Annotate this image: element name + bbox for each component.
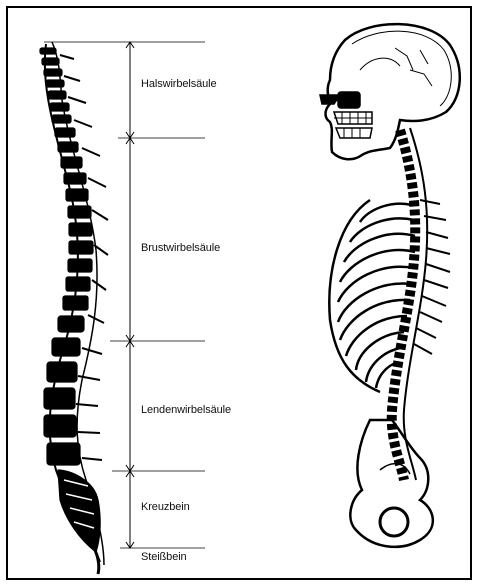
label-cervical: Halswirbelsäule xyxy=(141,78,217,90)
spine-side-view xyxy=(40,42,108,574)
label-lumbar: Lendenwirbelsäule xyxy=(141,404,231,416)
label-coccyx: Steißbein xyxy=(141,551,187,563)
skeleton-figure xyxy=(320,24,460,547)
label-thoracic: Brustwirbelsäule xyxy=(141,242,220,254)
label-sacrum: Kreuzbein xyxy=(141,501,190,513)
